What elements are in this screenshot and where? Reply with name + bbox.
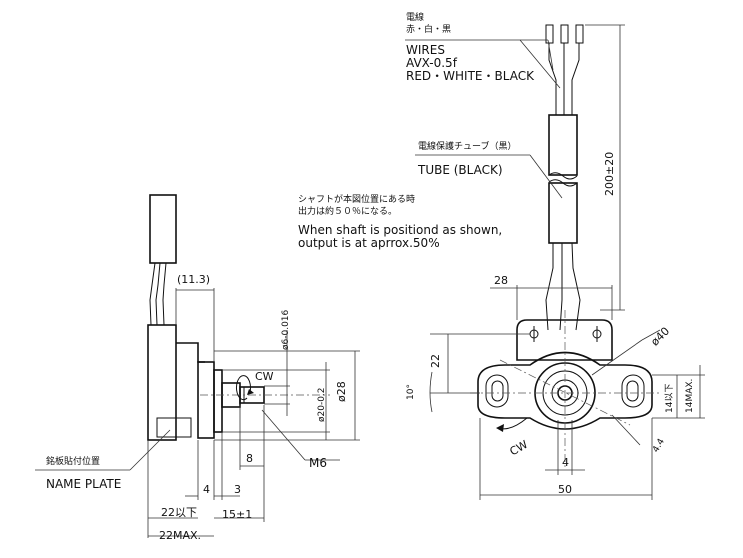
dim-phi20: ø20-0.2 (317, 387, 327, 422)
wires-en: WIRES (406, 43, 445, 57)
dim-11-3: (11.3) (177, 273, 211, 286)
shaft-note-jp2: 出力は約５０％になる。 (298, 207, 398, 217)
shaft-note-en2: output is at aprrox.50% (298, 236, 440, 250)
front-tube-upper (548, 114, 578, 176)
dim-200: 200±20 (603, 151, 616, 196)
dim-phi6: ø6-0.016 (281, 309, 291, 350)
wires-colors: RED・WHITE・BLACK (406, 69, 534, 83)
dim-3-side: 3 (234, 483, 241, 496)
side-view (35, 194, 360, 538)
shaft-note-en1: When shaft is positiond as shown, (298, 223, 503, 237)
name-plate (156, 417, 192, 438)
wires-colors-jp: 赤・白・黒 (406, 25, 452, 35)
side-housing (147, 324, 177, 441)
side-flange (197, 361, 215, 439)
dim-15: 15±1 (222, 508, 253, 521)
front-view (405, 24, 705, 500)
side-tube (149, 194, 177, 264)
dim-8: 8 (246, 452, 253, 465)
dim-10-deg: 10° (406, 384, 416, 400)
tube-jp: 電線保護チューブ（黒） (418, 142, 517, 152)
dim-14-max: 14MAX. (685, 378, 695, 413)
front-bracket (516, 319, 613, 361)
front-flange (477, 351, 653, 430)
wires-spec: AVX-0.5f (406, 56, 457, 70)
front-tube-lower (548, 182, 578, 244)
dim-22max: 22MAX. (159, 529, 202, 542)
dim-phi28: ø28 (335, 381, 348, 402)
left-slot (485, 374, 509, 408)
tube-en: TUBE (BLACK) (418, 163, 503, 177)
side-cw-label: CW (255, 370, 274, 383)
dim-28-top: 28 (494, 274, 508, 287)
wires-jp: 電線 (406, 13, 425, 23)
name-plate-en: NAME PLATE (46, 477, 122, 491)
dim-50: 50 (558, 483, 572, 496)
dim-4-side: 4 (203, 483, 210, 496)
dim-4-front: 4 (562, 456, 569, 469)
right-slot (621, 374, 645, 408)
dim-22-front: 22 (429, 354, 442, 368)
name-plate-jp: 銘板貼付位置 (46, 457, 101, 467)
dim-22-lower: 22以下 (161, 506, 197, 519)
shaft-note-jp1: シャフトが本図位置にある時 (298, 195, 416, 205)
dim-14-lower: 14以下 (665, 383, 675, 413)
dim-m6: M6 (309, 456, 327, 470)
